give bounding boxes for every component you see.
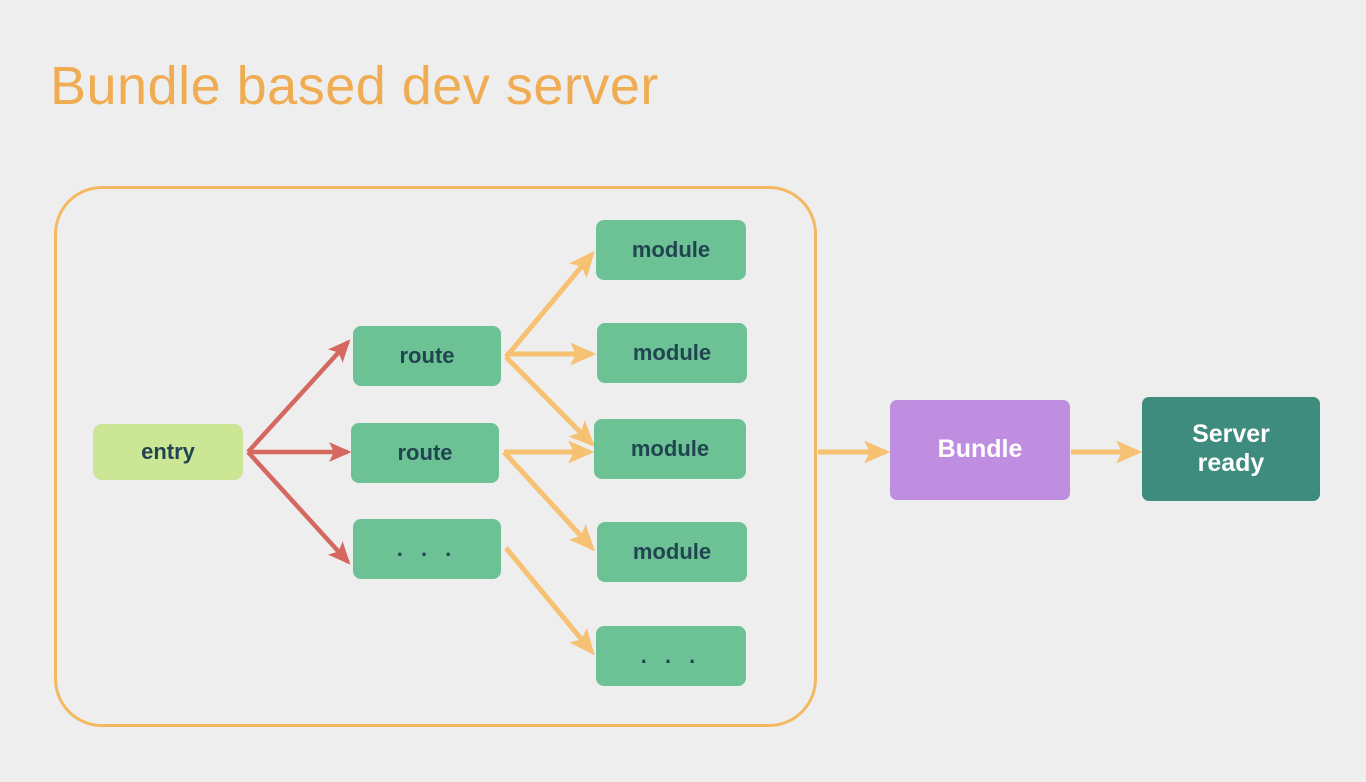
- node-module-ellipsis[interactable]: . . .: [596, 626, 746, 686]
- node-server-ready[interactable]: Server ready: [1142, 397, 1320, 501]
- bundle-boundary-group: [54, 186, 817, 727]
- page-title: Bundle based dev server: [50, 56, 659, 116]
- node-route-ellipsis[interactable]: . . .: [353, 519, 501, 579]
- node-module-1-label: module: [631, 237, 711, 263]
- node-module-4[interactable]: module: [597, 522, 747, 582]
- node-module-4-label: module: [632, 539, 712, 565]
- node-module-3[interactable]: module: [594, 419, 746, 479]
- node-server-ready-label: Server ready: [1192, 419, 1270, 478]
- node-route-ellipsis-label: . . .: [396, 536, 458, 562]
- node-module-3-label: module: [630, 436, 710, 462]
- node-module-2[interactable]: module: [597, 323, 747, 383]
- node-module-ellipsis-label: . . .: [640, 643, 702, 669]
- node-route-1-label: route: [399, 343, 455, 369]
- node-entry[interactable]: entry: [93, 424, 243, 480]
- node-route-2[interactable]: route: [351, 423, 499, 483]
- node-bundle-label: Bundle: [937, 435, 1023, 464]
- node-module-2-label: module: [632, 340, 712, 366]
- node-entry-label: entry: [141, 439, 195, 465]
- node-route-1[interactable]: route: [353, 326, 501, 386]
- node-module-1[interactable]: module: [596, 220, 746, 280]
- node-bundle[interactable]: Bundle: [890, 400, 1070, 500]
- node-route-2-label: route: [397, 440, 453, 466]
